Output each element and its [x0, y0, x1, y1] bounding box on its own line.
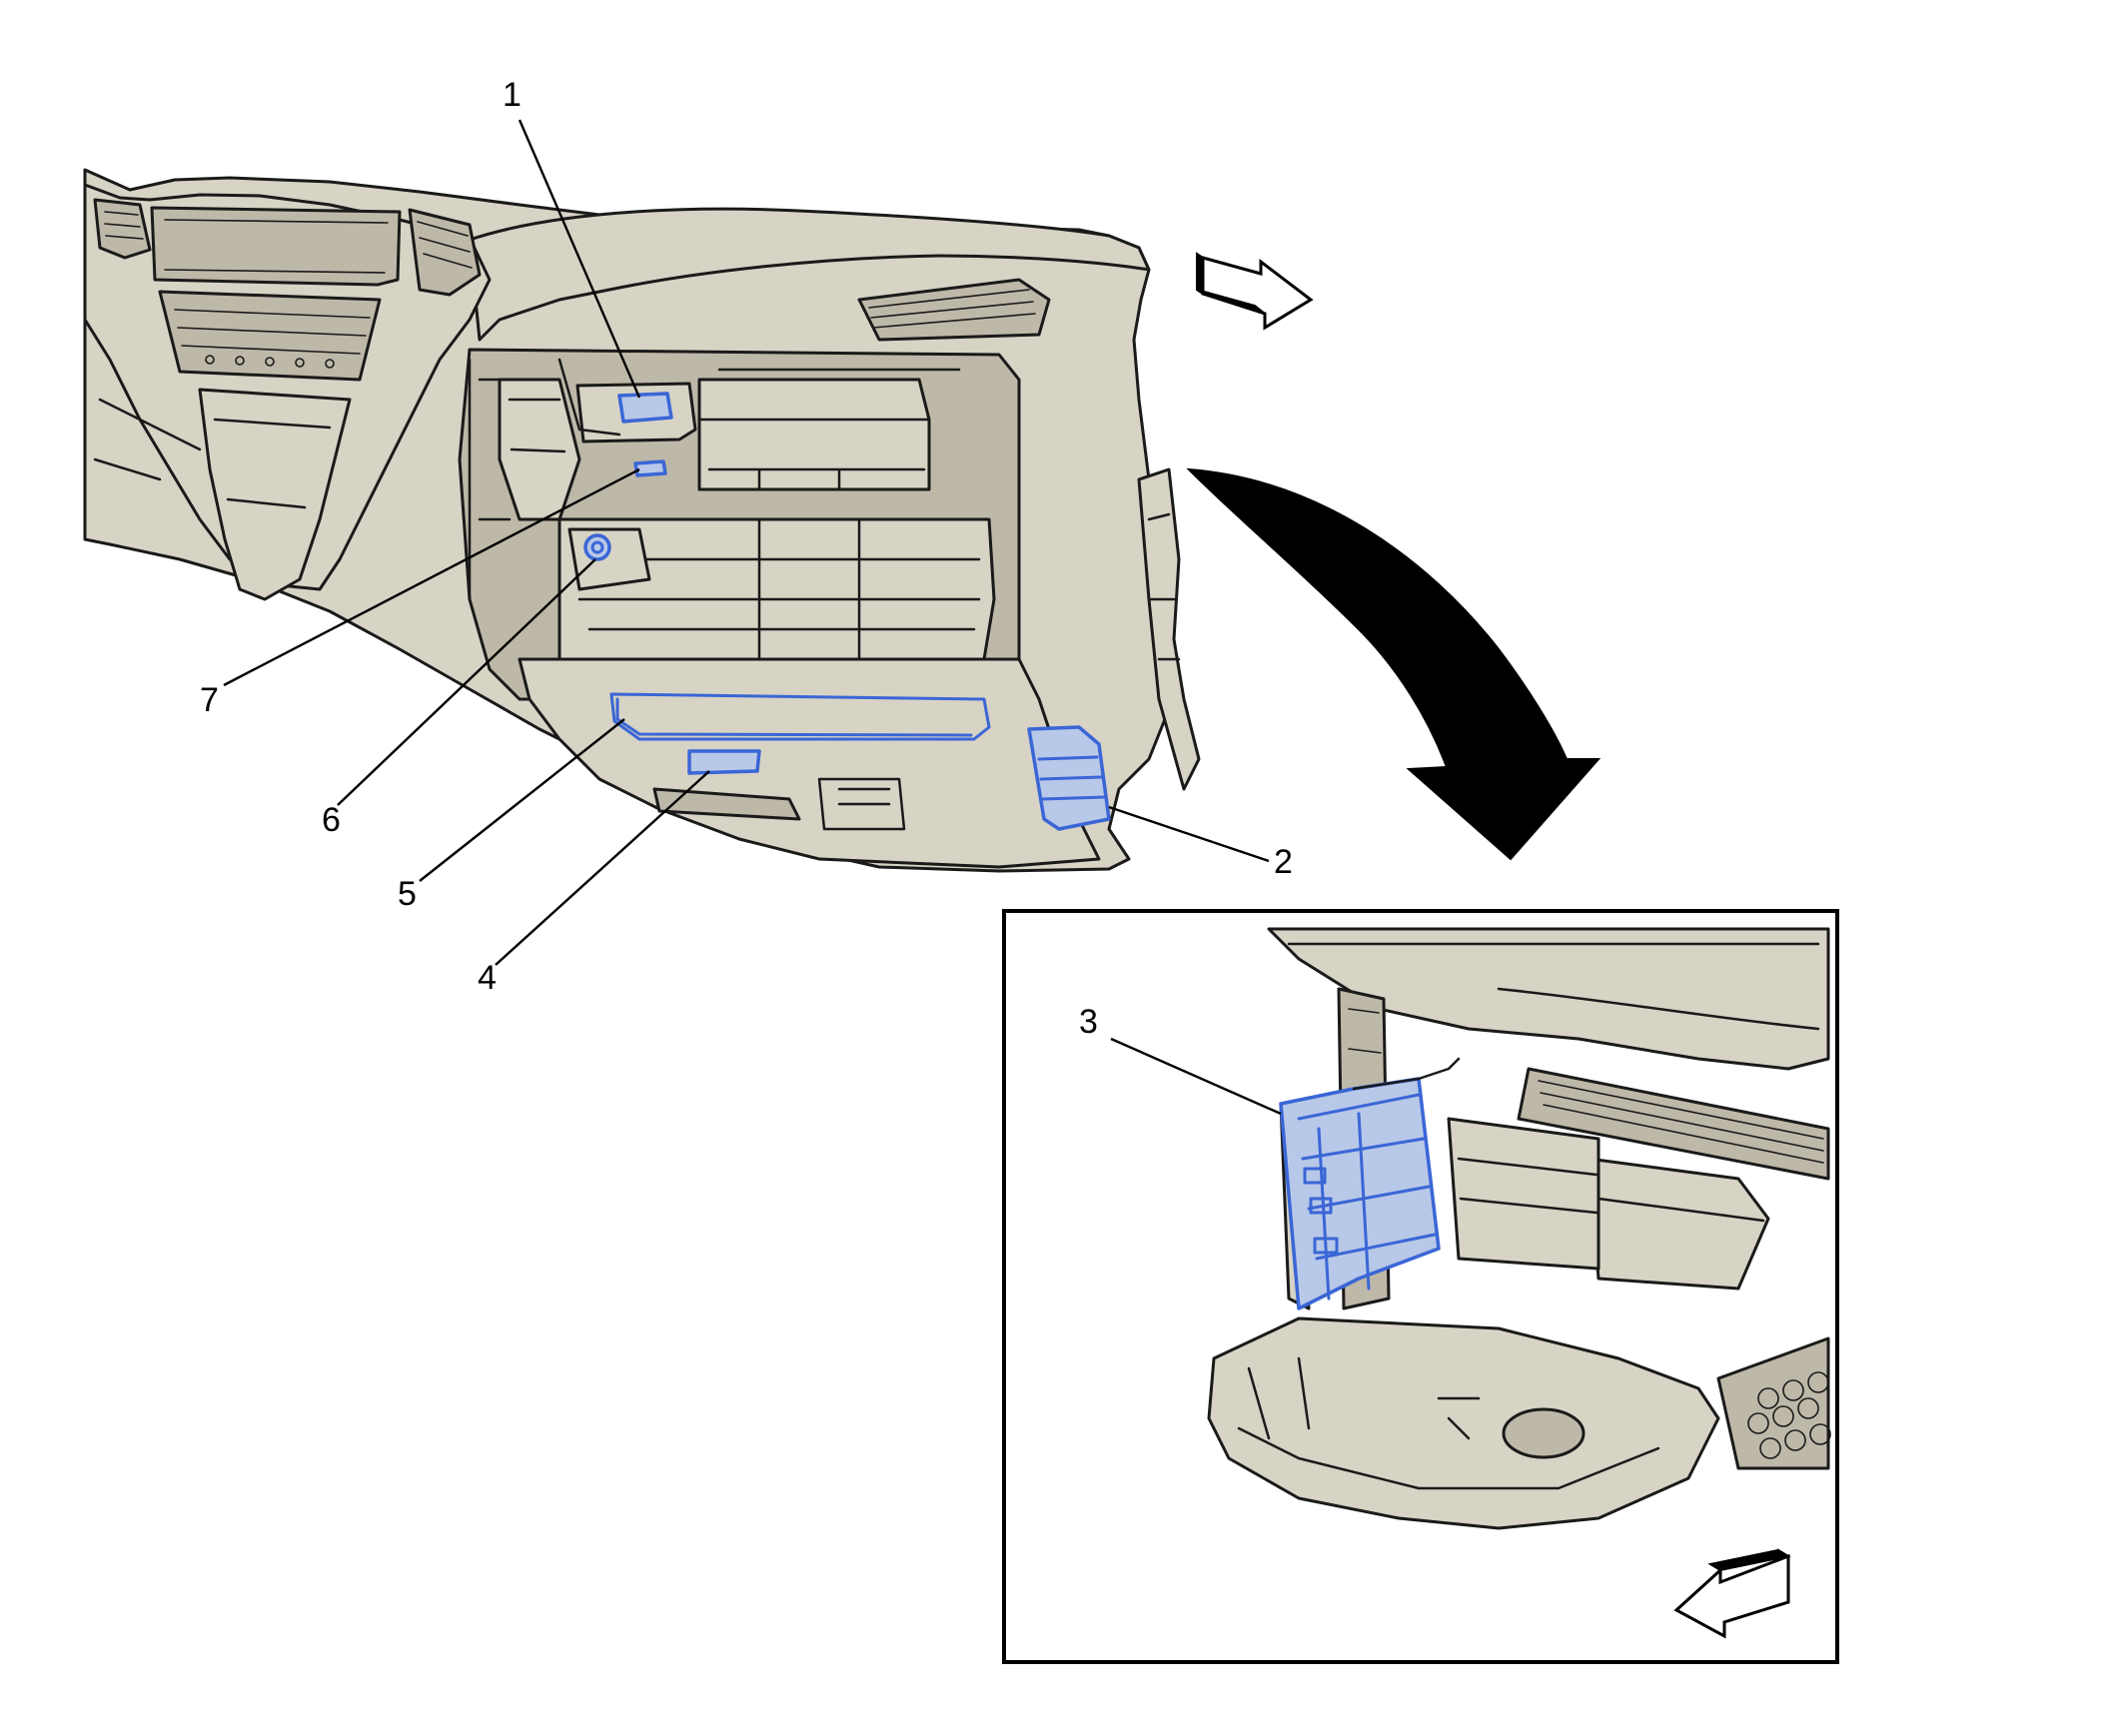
callout-labels: 1 2 3 4 5 6 7 — [200, 76, 1293, 1041]
component-4-highlight — [687, 749, 761, 775]
callout-3: 3 — [1079, 1003, 1098, 1041]
callout-7: 7 — [200, 681, 219, 719]
center-console-trim — [198, 388, 352, 601]
inset-speaker-grille — [1716, 1336, 1831, 1470]
leader-1 — [518, 119, 641, 399]
glove-box-latch — [652, 787, 801, 821]
center-vent-right — [408, 208, 482, 297]
fastener-6-highlight — [583, 533, 611, 561]
leader-4 — [495, 770, 710, 966]
leader-3 — [1110, 1037, 1282, 1116]
upper-housing — [697, 378, 931, 491]
hollow-arrow-left-icon — [1673, 1548, 1791, 1639]
upper-dash-crown — [468, 207, 1151, 342]
center-vent-left — [93, 198, 152, 260]
fastener-6-mount — [567, 527, 651, 591]
radio-controls — [158, 290, 382, 382]
module-1-highlight — [617, 392, 673, 424]
connector-7-highlight — [633, 459, 667, 477]
leader-6 — [337, 558, 596, 806]
leader-2 — [1108, 805, 1270, 863]
inset-housing-mid — [1447, 1117, 1600, 1271]
frame-5-highlight — [609, 692, 991, 741]
hollow-arrow-right-icon — [1196, 252, 1314, 331]
inset-vent — [1517, 1067, 1830, 1181]
center-stack — [83, 183, 492, 591]
curved-arrow-down-icon — [1186, 467, 1601, 861]
hvac-duct — [557, 517, 996, 661]
leader-7 — [223, 467, 640, 687]
leader-5 — [419, 718, 625, 882]
callout-6: 6 — [322, 801, 341, 839]
navigation-screen — [150, 206, 402, 287]
instrument-panel-main-view — [83, 168, 1201, 873]
callout-2: 2 — [1274, 843, 1293, 881]
callout-5: 5 — [398, 875, 417, 913]
callout-1: 1 — [503, 76, 522, 114]
callout-4: 4 — [478, 959, 497, 997]
right-side-panel — [1137, 467, 1201, 791]
lower-frame — [518, 657, 1101, 869]
inset-detail-view — [1002, 909, 1839, 1664]
leader-lines — [223, 119, 1282, 1116]
inset-dash-top — [1267, 927, 1830, 1071]
